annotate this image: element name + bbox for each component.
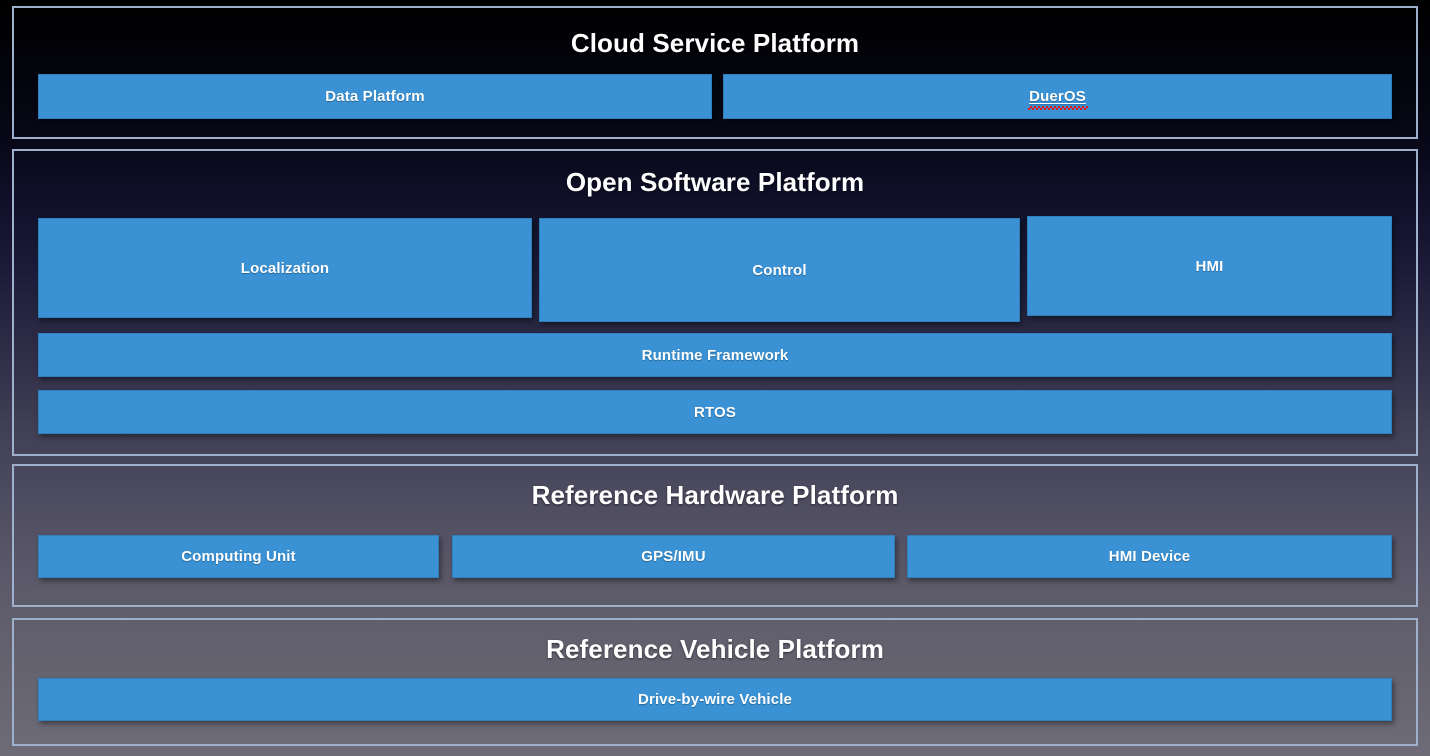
box-label-localization: Localization <box>240 259 330 277</box>
section-reference-vehicle-platform: Reference Vehicle Platform Drive-by-wire… <box>12 618 1418 746</box>
box-gps-imu[interactable]: GPS/IMU <box>452 535 895 578</box>
section-title-cloud-service-platform: Cloud Service Platform <box>570 28 860 58</box>
box-computing-unit[interactable]: Computing Unit <box>38 535 439 578</box>
section-title-open-software-platform: Open Software Platform <box>565 167 865 197</box>
box-localization[interactable]: Localization <box>38 218 532 318</box>
box-control[interactable]: Control <box>539 218 1020 322</box>
box-label-data-platform: Data Platform <box>325 88 425 105</box>
box-label-hmi-device: HMI Device <box>1108 548 1191 565</box>
box-label-control: Control <box>752 261 807 279</box>
section-title-reference-hardware-platform: Reference Hardware Platform <box>531 480 899 510</box>
box-label-gps-imu: GPS/IMU <box>641 548 706 565</box>
section-open-software-platform: Open Software Platform Localization Cont… <box>12 149 1418 456</box>
section-reference-hardware-platform: Reference Hardware Platform Computing Un… <box>12 464 1418 607</box>
box-hmi[interactable]: HMI <box>1027 216 1392 316</box>
section-cloud-service-platform: Cloud Service Platform Data Platform Due… <box>12 6 1418 139</box>
box-dueros[interactable]: DuerOS <box>723 74 1392 119</box>
box-runtime-framework[interactable]: Runtime Framework <box>38 333 1392 377</box>
box-rtos[interactable]: RTOS <box>38 390 1392 434</box>
box-label-runtime-framework: Runtime Framework <box>641 346 789 364</box>
box-label-drive-by-wire-vehicle: Drive-by-wire Vehicle <box>637 691 793 708</box>
box-label-hmi: HMI <box>1195 257 1224 275</box>
box-label-rtos: RTOS <box>694 403 736 421</box>
box-drive-by-wire-vehicle[interactable]: Drive-by-wire Vehicle <box>38 678 1392 721</box>
box-label-dueros: DuerOS <box>1028 88 1088 110</box>
box-data-platform[interactable]: Data Platform <box>38 74 712 119</box>
box-label-computing-unit: Computing Unit <box>181 548 296 565</box>
box-hmi-device[interactable]: HMI Device <box>907 535 1392 578</box>
section-title-reference-vehicle-platform: Reference Vehicle Platform <box>546 634 884 664</box>
